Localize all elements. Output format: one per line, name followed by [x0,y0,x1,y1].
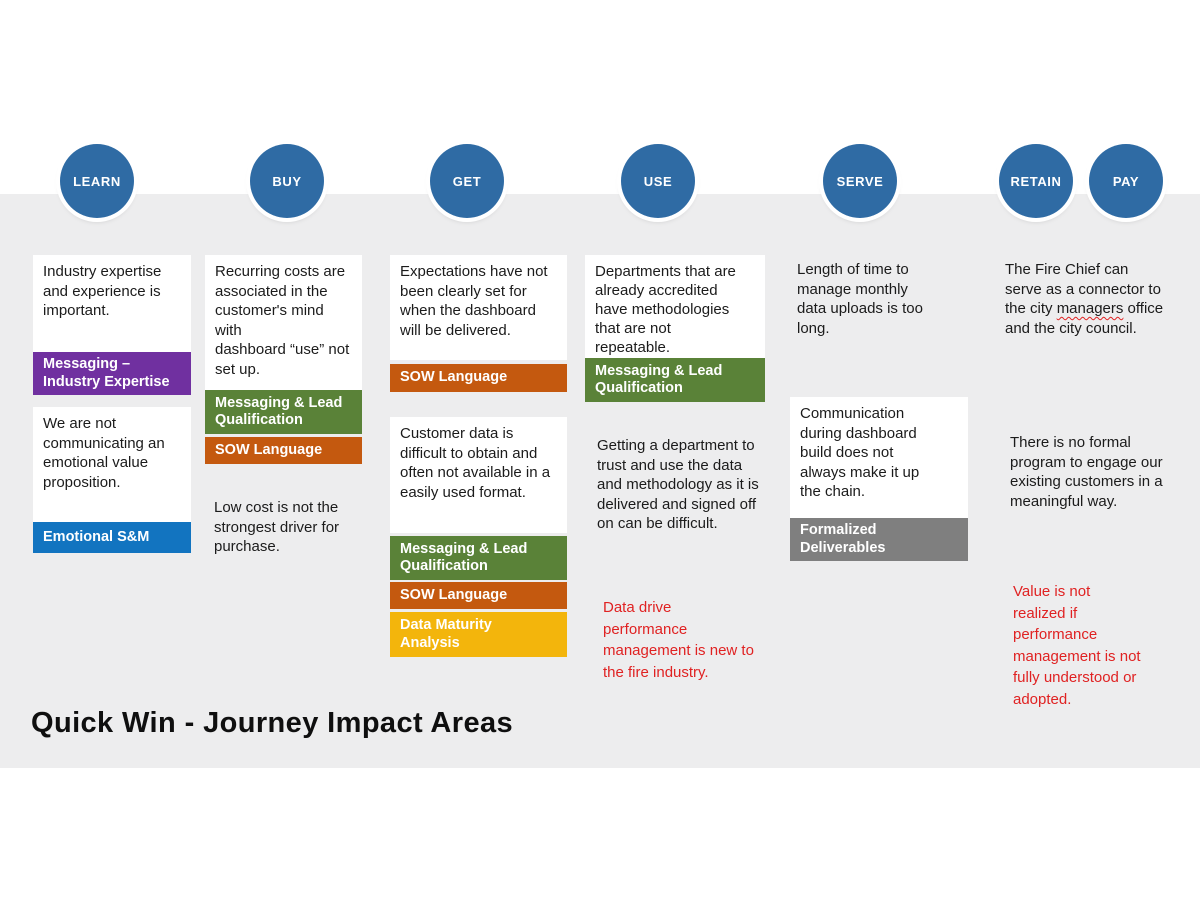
stage-circle-learn: LEARN [60,144,134,218]
use-tag-messaging-lead-qualification: Messaging & Lead Qualification [585,358,765,402]
stage-label-learn: LEARN [73,173,121,189]
stage-circle-use: USE [621,144,695,218]
stage-label-pay: PAY [1112,173,1140,189]
buy-tag-sow-language: SOW Language [205,437,362,464]
retain-note-part2: office and the city council. [1005,300,1164,337]
learn-issue-card-1: Industry expertise and experience is imp… [33,255,191,352]
stage-circle-buy: BUY [250,144,324,218]
get-tag-sow-language-2: SOW Language [390,582,567,609]
retain-note-part1: The Fire Chief can serve as a connector … [1005,261,1161,317]
get-tag-sow-language-1: SOW Language [390,364,567,392]
buy-note-low-cost: Low cost is not the strongest driver for… [214,499,340,555]
learn-tag-emotional-sm: Emotional S&M [33,522,191,553]
buy-tag-messaging-lead-qualification: Messaging & Lead Qualification [205,390,362,434]
retain-note-fire-chief: The Fire Chief can serve as a connector … [1005,260,1185,338]
use-alert-data-driven-new: Data drive performance management is new… [603,599,754,681]
retain-note-no-formal-program: There is no formal program to engage our… [1010,434,1163,510]
stage-label-retain: RETAIN [1010,173,1062,189]
stage-label-serve: SERVE [836,173,884,189]
use-issue-card-1: Departments that are already accredited … [585,255,765,364]
serve-note-upload-time: Length of time to manage monthly data up… [797,261,923,337]
stage-circle-get: GET [430,144,504,218]
slide-title: Quick Win - Journey Impact Areas [31,707,514,739]
stage-circle-retain: RETAIN [999,144,1073,218]
get-tag-messaging-lead-qualification: Messaging & Lead Qualification [390,536,567,580]
learn-issue-card-2: We are not communicating an emotional va… [33,407,191,522]
stage-label-use: USE [643,173,673,189]
get-tag-data-maturity-analysis: Data Maturity Analysis [390,612,567,657]
use-note-trust-data: Getting a department to trust and use th… [597,437,759,532]
learn-tag-messaging-industry-expertise: Messaging – Industry Expertise [33,352,191,395]
serve-issue-card-1: Communication during dashboard build doe… [790,397,968,518]
get-issue-card-2: Customer data is difficult to obtain and… [390,417,567,533]
buy-issue-card-1: Recurring costs are associated in the cu… [205,255,362,390]
stage-circle-serve: SERVE [823,144,897,218]
get-issue-card-1: Expectations have not been clearly set f… [390,255,567,360]
stage-label-buy: BUY [272,173,302,189]
retain-alert-value-not-realized: Value is not realized if performance man… [1013,583,1141,708]
serve-tag-formalized-deliverables: Formalized Deliverables [790,518,968,561]
retain-note-misspelled-word: managers [1056,300,1124,317]
stage-label-get: GET [452,173,482,189]
stage-circle-pay: PAY [1089,144,1163,218]
